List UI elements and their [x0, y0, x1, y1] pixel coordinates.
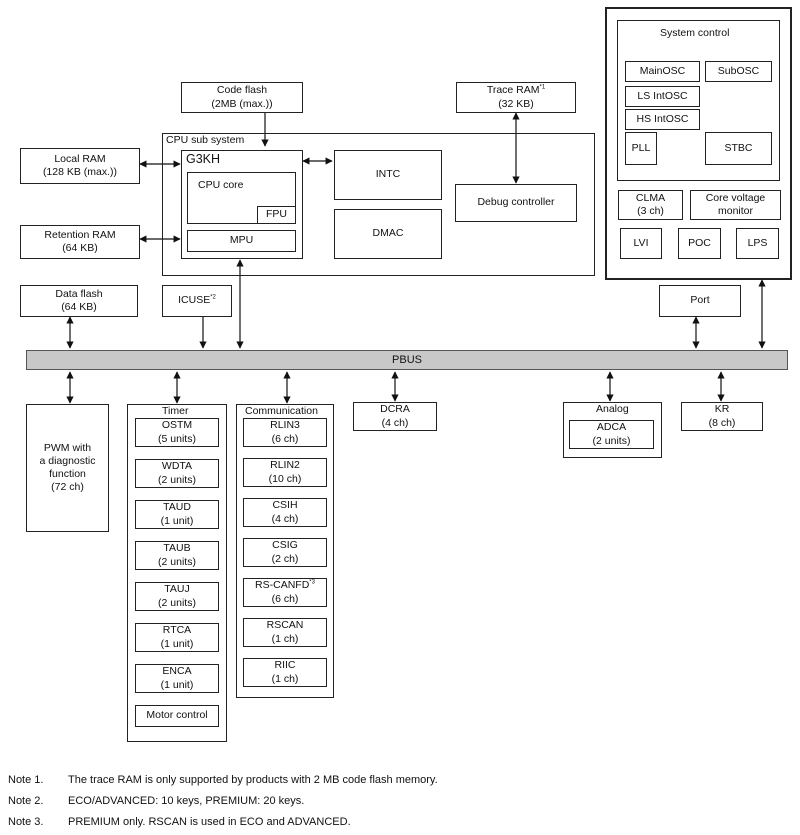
mpu-block: MPU — [187, 230, 296, 252]
code-flash-block: Code flash(2MB (max.)) — [181, 82, 303, 113]
cpu-core-block — [187, 172, 296, 224]
comm-item-csig: CSIG(2 ch) — [243, 538, 327, 567]
timer-item-enca: ENCA(1 unit) — [135, 664, 219, 693]
timer-item-rtca: RTCA(1 unit) — [135, 623, 219, 652]
retention-ram-block: Retention RAM(64 KB) — [20, 225, 140, 259]
timer-item-tauj: TAUJ(2 units) — [135, 582, 219, 611]
comm-item-csih: CSIH(4 ch) — [243, 498, 327, 527]
data-flash-block: Data flash(64 KB) — [20, 285, 138, 317]
hs-intosc-block: HS IntOSC — [625, 109, 700, 130]
g3kh-block — [181, 150, 303, 259]
pbus: PBUS — [26, 350, 788, 370]
communication-group — [236, 404, 334, 698]
g3kh-title: G3KH — [186, 152, 221, 166]
timer-item-ostm: OSTM(5 units) — [135, 418, 219, 447]
intc-block: INTC — [334, 150, 442, 200]
fpu-block: FPU — [257, 206, 296, 224]
cpu-core-title: CPU core — [198, 179, 244, 191]
timer-item-motor-control: Motor control — [135, 705, 219, 727]
dcra-block: DCRA(4 ch) — [353, 402, 437, 431]
mainosc-block: MainOSC — [625, 61, 700, 82]
lps-block: LPS — [736, 228, 779, 259]
kr-block: KR(8 ch) — [681, 402, 763, 431]
timer-title: Timer — [162, 405, 189, 417]
ls-intosc-block: LS IntOSC — [625, 86, 700, 107]
subosc-block: SubOSC — [705, 61, 772, 82]
comm-item-rlin2: RLIN2(10 ch) — [243, 458, 327, 487]
pll-block: PLL — [625, 132, 657, 165]
timer-group — [127, 404, 227, 742]
system-control-clock-group — [617, 20, 780, 181]
trace-ram-block: Trace RAM*1 (32 KB) — [456, 82, 576, 113]
cpu-subsystem-title: CPU sub system — [166, 134, 245, 146]
comm-item-rlin3: RLIN3(6 ch) — [243, 418, 327, 447]
adca-block: ADCA(2 units) — [569, 420, 654, 449]
comm-item-riic: RIIC(1 ch) — [243, 658, 327, 687]
timer-item-wdta: WDTA(2 units) — [135, 459, 219, 488]
analog-title: Analog — [596, 403, 629, 415]
note-1: Note 1.The trace RAM is only supported b… — [8, 774, 438, 786]
icuse-block: ICUSE*2 — [162, 285, 232, 317]
comm-item-rs-canfd: RS-CANFD*3(6 ch) — [243, 578, 327, 607]
port-block: Port — [659, 285, 741, 317]
system-control-title: System control — [660, 27, 730, 39]
system-control-outer — [605, 7, 792, 280]
note-2: Note 2.ECO/ADVANCED: 10 keys, PREMIUM: 2… — [8, 795, 305, 807]
cpu-subsystem — [162, 133, 595, 276]
dmac-block: DMAC — [334, 209, 442, 259]
note-3: Note 3.PREMIUM only. RSCAN is used in EC… — [8, 816, 351, 828]
debug-controller-block: Debug controller — [455, 184, 577, 222]
local-ram-block: Local RAM(128 KB (max.)) — [20, 148, 140, 184]
clma-block: CLMA(3 ch) — [618, 190, 683, 220]
analog-group — [563, 402, 662, 458]
timer-item-taud: TAUD(1 unit) — [135, 500, 219, 529]
timer-item-taub: TAUB(2 units) — [135, 541, 219, 570]
stbc-block: STBC — [705, 132, 772, 165]
lvi-block: LVI — [620, 228, 662, 259]
comm-item-rscan: RSCAN(1 ch) — [243, 618, 327, 647]
poc-block: POC — [678, 228, 721, 259]
communication-title: Communication — [245, 405, 318, 417]
